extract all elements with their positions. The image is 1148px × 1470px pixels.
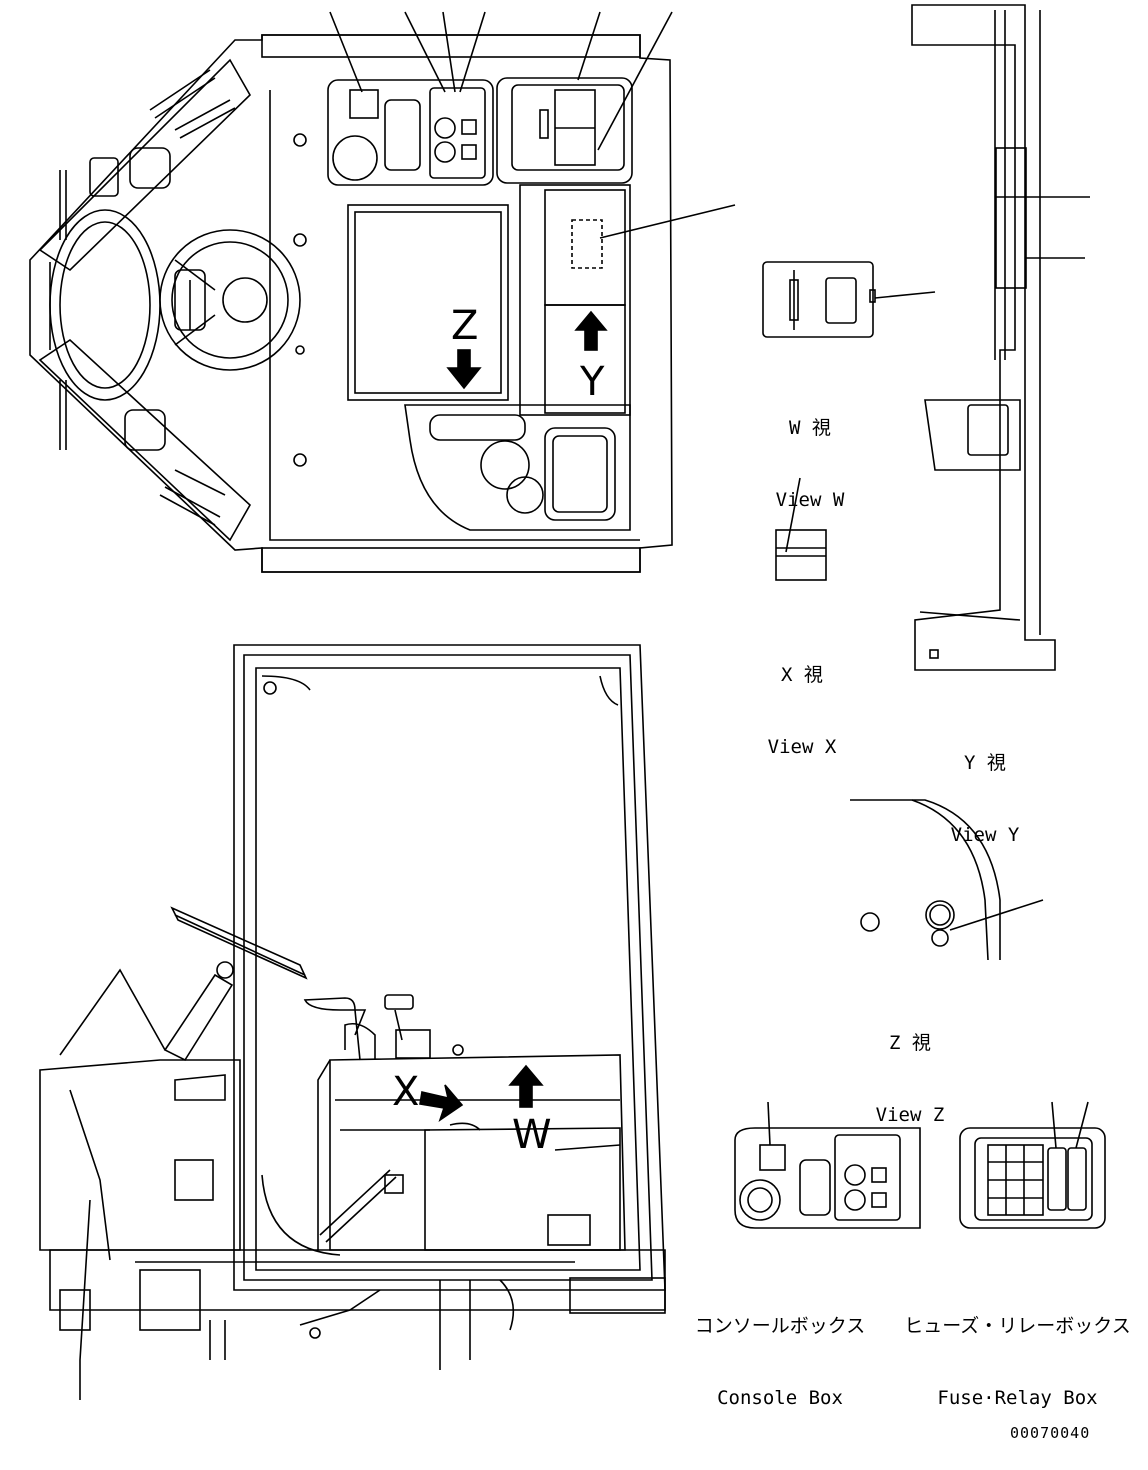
view-x-en: View X	[767, 736, 837, 758]
view-w-caption: W 視 View W	[760, 368, 860, 536]
arrow-label-x: X	[392, 1069, 420, 1115]
view-w-en: View W	[775, 489, 845, 511]
console-box-drawing	[734, 1101, 921, 1229]
arrow-x	[419, 1084, 464, 1122]
view-w-drawing	[762, 261, 936, 338]
console-box-jp: コンソールボックス	[694, 1315, 866, 1337]
view-x-jp: X 視	[781, 664, 823, 686]
cab-top-view	[29, 34, 673, 573]
view-z-drawing	[850, 799, 1044, 961]
drawing-number: 00070040	[1010, 1424, 1091, 1442]
arrow-y	[574, 310, 608, 351]
fuse-relay-box-en: Fuse·Relay Box	[937, 1387, 1098, 1409]
view-z-en: View Z	[875, 1104, 945, 1126]
fuse-relay-box-jp: ヒューズ・リレーボックス	[904, 1315, 1131, 1337]
arrow-w	[508, 1064, 544, 1108]
view-x-drawing	[775, 477, 827, 581]
console-box-caption: コンソールボックス Console Box	[685, 1266, 875, 1434]
leader-lines-top	[329, 11, 736, 239]
console-box-en: Console Box	[717, 1387, 843, 1409]
fuse-relay-box-caption: ヒューズ・リレーボックス Fuse·Relay Box	[900, 1266, 1135, 1434]
view-y-drawing	[911, 4, 1090, 671]
view-z-jp: Z 視	[889, 1032, 931, 1054]
view-y-jp: Y 視	[964, 752, 1006, 774]
view-w-jp: W 視	[789, 417, 831, 439]
view-x-caption: X 視 View X	[752, 615, 852, 783]
cab-side-view	[39, 644, 666, 1400]
arrow-label-y: Y	[580, 359, 605, 405]
view-z-caption: Z 視 View Z	[860, 983, 960, 1151]
view-y-en: View Y	[950, 824, 1020, 846]
view-y-caption: Y 視 View Y	[935, 703, 1035, 871]
arrow-label-w: W	[512, 1112, 552, 1158]
fuse-relay-box-drawing	[959, 1101, 1106, 1229]
arrow-label-z: Z	[451, 303, 479, 349]
arrow-z	[446, 349, 482, 390]
